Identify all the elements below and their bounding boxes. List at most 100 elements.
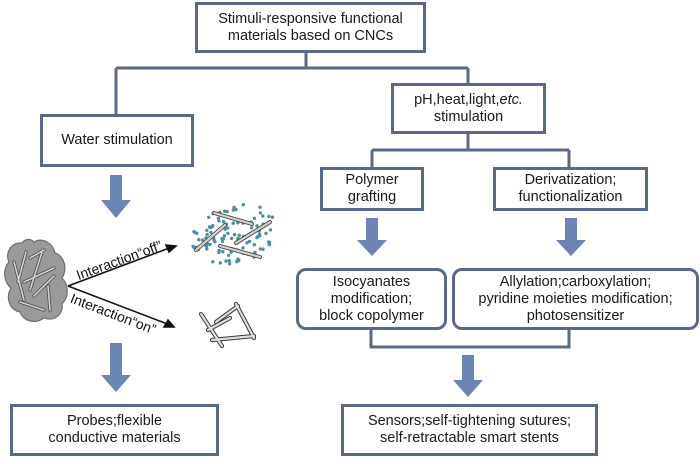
interaction-off-arrowhead	[164, 244, 178, 254]
associated-cncs-icon	[198, 301, 257, 349]
stimuli-etc: etc.	[499, 91, 523, 108]
water-droplet	[229, 250, 233, 254]
polymer-grafting-line-1: Polymer	[345, 172, 399, 188]
water-droplet	[241, 246, 245, 250]
water-droplet	[221, 250, 225, 254]
allylation-node: Allylation;carboxylation; pyridine moiet…	[452, 268, 699, 330]
water-droplet	[224, 259, 228, 263]
stimuli-node-line-2: stimulation	[433, 108, 504, 125]
cnc-aggregate-icon	[4, 238, 68, 322]
dispersed-cncs-icon	[191, 203, 275, 266]
water-droplet	[211, 260, 215, 264]
water-droplet	[227, 259, 231, 263]
stimuli-prefix: pH,heat,light,	[414, 91, 500, 108]
allylation-line-2: pyridine moieties modification;	[478, 290, 673, 307]
water-droplet	[228, 262, 232, 266]
water-stimulation-node: Water stimulation	[40, 114, 194, 167]
water-droplet	[258, 211, 263, 215]
polymer-grafting-node: Polymer grafting	[320, 167, 424, 211]
derivatization-line-1: Derivatization;	[524, 172, 617, 188]
probes-line-1: Probes;flexible	[66, 413, 163, 429]
water-droplet	[197, 238, 201, 242]
water-droplet	[223, 227, 227, 231]
water-droplet	[225, 209, 229, 214]
water-droplet	[208, 242, 212, 247]
root-connector	[114, 52, 470, 114]
connectors	[114, 52, 571, 349]
water-droplet	[267, 240, 271, 244]
allylation-line-3: photosensitizer	[526, 307, 625, 324]
water-droplet	[231, 208, 236, 212]
stimuli-node-line-1: pH,heat,light,etc.	[414, 92, 523, 109]
water-droplet	[220, 239, 225, 244]
water-droplet	[216, 216, 221, 220]
water-droplet	[257, 232, 262, 236]
water-stimulation-label: Water stimulation	[61, 132, 173, 148]
water-droplet	[268, 228, 273, 232]
water-droplet	[205, 232, 209, 237]
interaction-on-arrow	[67, 285, 171, 326]
merge-bracket	[369, 329, 571, 349]
water-droplet	[205, 228, 209, 232]
water-droplet	[205, 247, 209, 251]
water-droplet	[192, 230, 196, 234]
interaction-on-arrowhead	[162, 318, 176, 328]
water-droplet	[212, 238, 216, 242]
derivatization-line-2: functionalization	[518, 189, 623, 205]
isocyanates-node: Isocyanates modification; block copolyme…	[296, 268, 447, 330]
water-droplet	[258, 247, 263, 251]
water-droplet	[249, 226, 254, 230]
isocyanates-line-1: Isocyanates	[332, 273, 411, 290]
sensors-line-2: self-retractable smart stents	[380, 430, 559, 446]
interaction-off-arrow	[67, 246, 173, 287]
water-droplet	[245, 241, 249, 245]
water-droplet	[267, 214, 271, 219]
water-droplet	[264, 231, 268, 236]
water-droplet	[191, 244, 195, 248]
water-droplet	[221, 236, 225, 241]
water-droplet	[231, 221, 235, 225]
water-droplet	[221, 219, 226, 224]
water-droplet	[261, 214, 265, 218]
sensors-application-node: Sensors;self-tightening sutures; self-re…	[341, 404, 598, 456]
water-droplet	[252, 216, 257, 220]
allylation-line-1: Allylation;carboxylation;	[499, 273, 652, 290]
water-droplet	[209, 230, 213, 235]
water-droplet	[236, 257, 240, 261]
water-droplet	[226, 253, 231, 258]
arrow-down-water	[101, 175, 131, 218]
sensors-line-1: Sensors;self-tightening sutures;	[367, 413, 572, 429]
root-node-line-1: Stimuli-responsive functional	[218, 10, 403, 27]
water-droplet	[241, 203, 245, 207]
water-droplet	[237, 233, 241, 237]
water-droplet	[261, 247, 265, 251]
water-droplet	[255, 224, 259, 228]
water-droplet	[210, 224, 215, 228]
root-node: Stimuli-responsive functional materials …	[195, 2, 426, 53]
water-droplet	[207, 215, 211, 219]
water-droplet	[218, 261, 222, 265]
water-droplet	[217, 250, 221, 255]
water-droplet	[226, 231, 230, 236]
stimuli-connector	[370, 133, 571, 167]
arrow-down-derivatization	[556, 218, 586, 256]
water-droplet	[229, 236, 234, 241]
water-droplet	[232, 233, 237, 237]
stimuli-node: pH,heat,light,etc. stimulation	[391, 83, 546, 134]
water-droplet	[270, 215, 275, 219]
water-droplet	[222, 234, 227, 238]
water-droplet	[258, 205, 262, 209]
polymer-grafting-line-2: grafting	[347, 189, 397, 205]
water-droplet	[232, 205, 236, 210]
arrow-down-polymer	[357, 218, 387, 256]
water-droplet	[217, 219, 221, 223]
water-droplet	[267, 242, 272, 247]
derivatization-node: Derivatization; functionalization	[493, 167, 648, 211]
arrow-down-stimuli-application	[453, 355, 483, 397]
isocyanates-line-2: modification;	[330, 290, 413, 307]
probes-line-2: conductive materials	[48, 430, 181, 446]
root-node-line-2: materials based on CNCs	[227, 27, 394, 44]
probes-application-node: Probes;flexible conductive materials	[10, 404, 219, 456]
water-droplet	[252, 243, 256, 247]
